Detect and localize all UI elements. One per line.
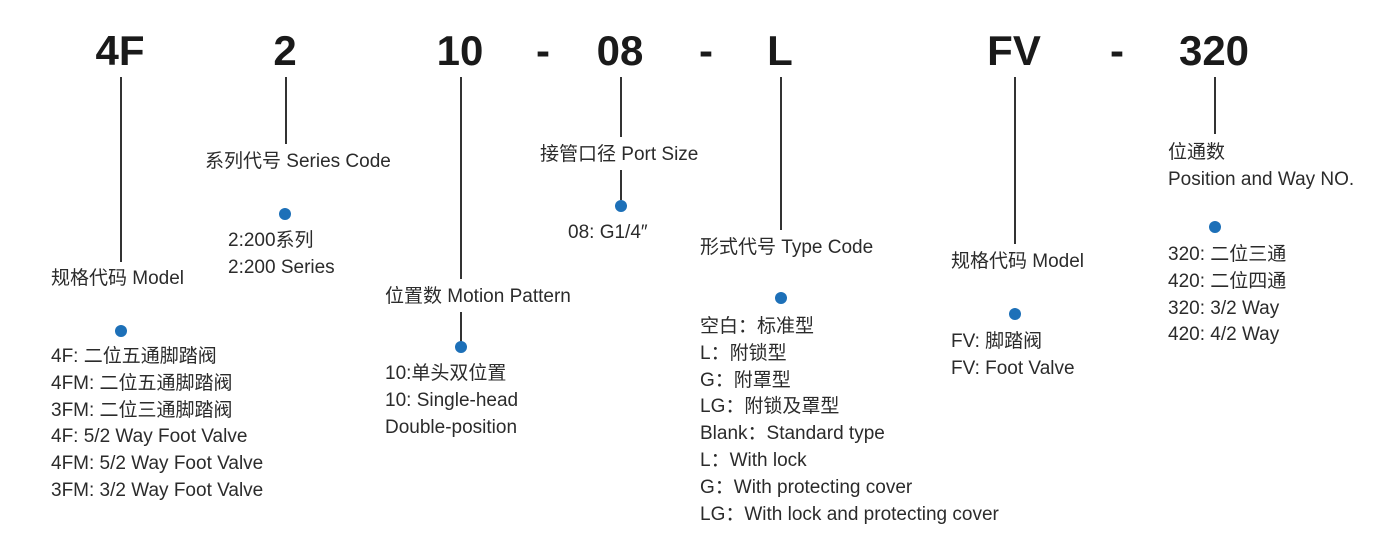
port-list: 08: G1/4″ bbox=[568, 220, 648, 247]
list-item: 4F: 5/2 Way Foot Valve bbox=[51, 426, 248, 448]
dash-1: - bbox=[536, 27, 550, 74]
list-item: 420: 二位四通 bbox=[1168, 270, 1287, 292]
list-item: 320: 3/2 Way bbox=[1168, 297, 1280, 319]
list-item: 3FM: 3/2 Way Foot Valve bbox=[51, 479, 264, 501]
connector-line bbox=[1214, 77, 1216, 134]
port-title: 接管口径 Port Size bbox=[540, 144, 699, 165]
marker-dot bbox=[1009, 308, 1021, 320]
marker-dot bbox=[279, 208, 291, 220]
connector-line bbox=[620, 170, 622, 200]
list-item: 10:单头双位置 bbox=[385, 363, 507, 384]
motion-list: 10:单头双位置 10: Single-head Double-position bbox=[385, 361, 518, 441]
dash-2: - bbox=[699, 27, 713, 74]
connector-line bbox=[285, 77, 287, 144]
dash-3: - bbox=[1110, 27, 1124, 74]
code-fv: FV bbox=[987, 27, 1041, 74]
list-item: 4FM: 5/2 Way Foot Valve bbox=[51, 453, 264, 475]
connector-line bbox=[460, 77, 462, 279]
marker-dot bbox=[615, 200, 627, 212]
motion-title: 位置数 Motion Pattern bbox=[385, 286, 571, 307]
code-l: L bbox=[767, 27, 793, 74]
type-list: 空白：标准型 L：附锁型 G：附罩型 LG：附锁及罩型 Blank：Standa… bbox=[700, 314, 999, 528]
list-item: L：附锁型 bbox=[700, 342, 787, 364]
list-item: 3FM: 二位三通脚踏阀 bbox=[51, 399, 233, 421]
list-item: LG：附锁及罩型 bbox=[700, 396, 840, 418]
code-4f: 4F bbox=[95, 27, 145, 74]
list-item: G：附罩型 bbox=[700, 369, 791, 391]
list-item: FV: Foot Valve bbox=[951, 357, 1075, 379]
series-list: 2:200系列 2:200 Series bbox=[228, 228, 335, 282]
code-10: 10 bbox=[436, 27, 484, 74]
model-list: 4F: 二位五通脚踏阀 4FM: 二位五通脚踏阀 3FM: 二位三通脚踏阀 4F… bbox=[51, 344, 263, 505]
list-item: 08: G1/4″ bbox=[568, 222, 648, 243]
fv-model-title: 规格代码 Model bbox=[951, 251, 1085, 272]
list-item: 4F: 二位五通脚踏阀 bbox=[51, 346, 217, 367]
list-item: FV: 脚踏阀 bbox=[951, 331, 1043, 352]
list-item: G：With protecting cover bbox=[700, 476, 913, 498]
position-title-cn: 位通数 bbox=[1168, 142, 1226, 163]
list-item: 2:200系列 bbox=[228, 230, 314, 251]
list-item: 2:200 Series bbox=[228, 256, 335, 278]
code-08: 08 bbox=[596, 27, 644, 74]
list-item: L：With lock bbox=[700, 449, 807, 471]
code-320: 320 bbox=[1178, 27, 1250, 74]
marker-dot bbox=[455, 341, 467, 353]
connector-line bbox=[460, 312, 462, 342]
list-item: 空白：标准型 bbox=[700, 316, 815, 337]
list-item: Blank：Standard type bbox=[700, 423, 885, 445]
code-2: 2 bbox=[273, 27, 297, 74]
list-item: 10: Single-head bbox=[385, 389, 519, 411]
marker-dot bbox=[775, 292, 787, 304]
marker-dot bbox=[115, 325, 127, 337]
list-item: LG：With lock and protecting cover bbox=[700, 503, 999, 525]
position-title-en: Position and Way NO. bbox=[1168, 169, 1355, 190]
connector-line bbox=[780, 77, 782, 230]
list-item: 420: 4/2 Way bbox=[1168, 324, 1280, 346]
model-title: 规格代码 Model bbox=[51, 268, 185, 289]
series-title: 系列代号 Series Code bbox=[205, 151, 391, 172]
marker-dot bbox=[1209, 221, 1221, 233]
connector-line bbox=[620, 77, 622, 137]
list-item: 320: 二位三通 bbox=[1168, 244, 1287, 265]
connector-line bbox=[120, 77, 122, 262]
list-item: Double-position bbox=[385, 416, 518, 438]
fv-model-list: FV: 脚踏阀 FV: Foot Valve bbox=[951, 329, 1075, 383]
connector-line bbox=[1014, 77, 1016, 244]
type-title: 形式代号 Type Code bbox=[700, 237, 874, 258]
list-item: 4FM: 二位五通脚踏阀 bbox=[51, 372, 233, 394]
position-list: 320: 二位三通 420: 二位四通 320: 3/2 Way 420: 4/… bbox=[1168, 242, 1286, 349]
